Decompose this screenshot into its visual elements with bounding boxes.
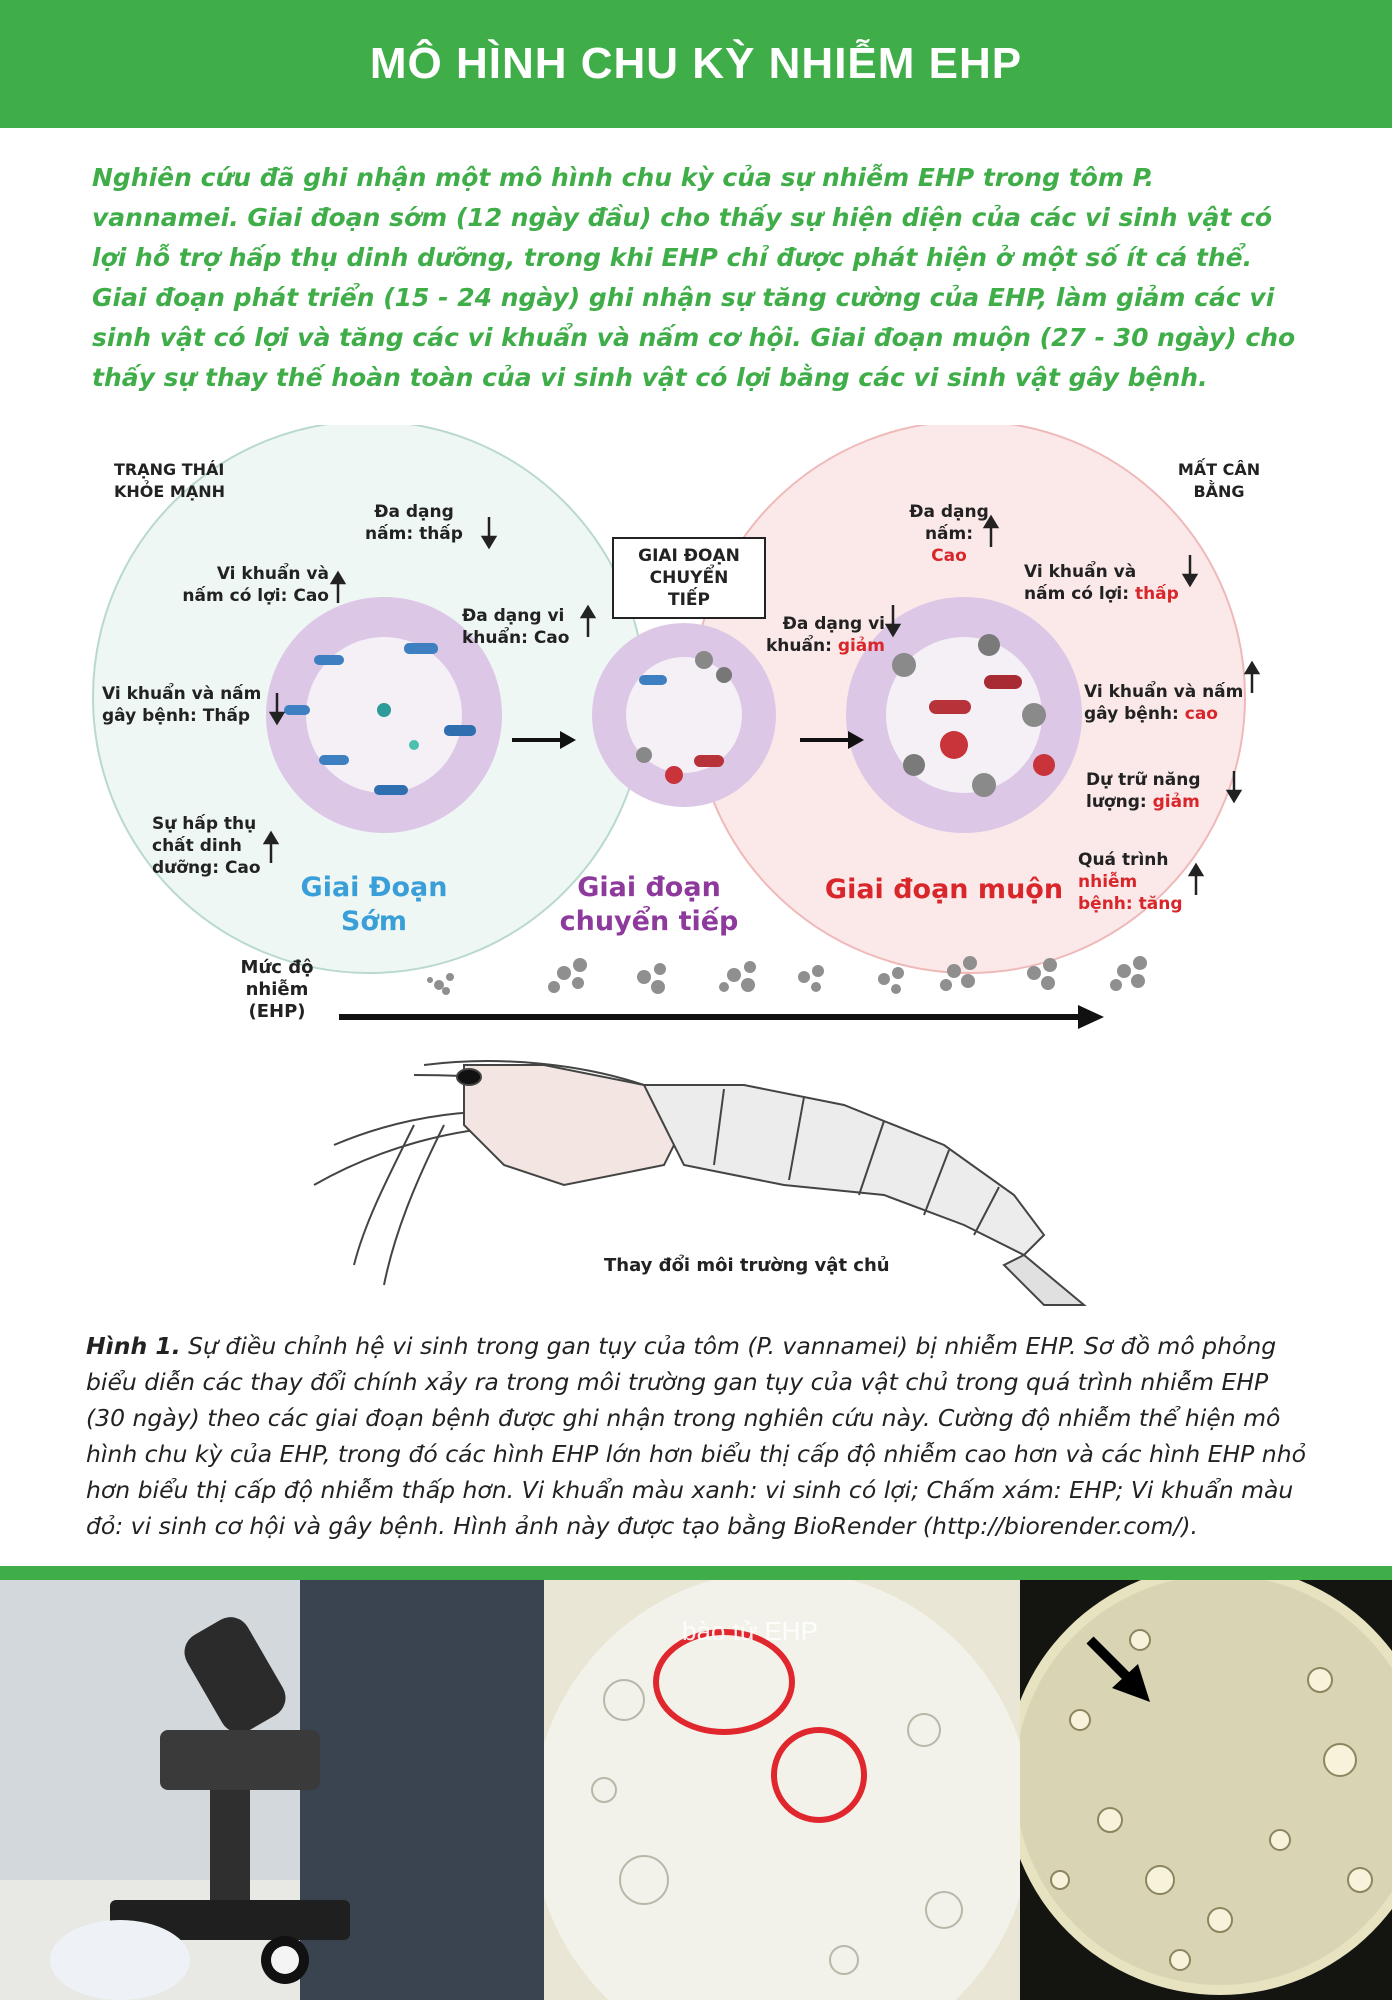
late-disease-label: Quá trình	[1078, 850, 1169, 870]
stage-early-label: Giai Đoạn Sớm	[300, 872, 448, 937]
late-pathogenic-label: Vi khuẩn và nấm gây bệnh:	[1084, 682, 1244, 724]
caption-text: Sự điều chỉnh hệ vi sinh trong gan tụy c…	[86, 1332, 1306, 1540]
healthy-state-label: TRẠNG THÁI KHỎE MẠNH	[114, 460, 225, 501]
late-disease-value: nhiễm bệnh: tăng	[1078, 872, 1183, 914]
late-fungal-diversity-value: Cao	[931, 546, 967, 566]
spore-highlight-circle-2	[771, 1727, 867, 1823]
late-tissue-icon	[846, 597, 1082, 833]
host-change-label: Thay đổi môi trường vật chủ	[604, 1255, 890, 1276]
shrimp-illustration	[313, 1060, 1087, 1306]
late-energy-label: Dự trữ năng lượng:	[1086, 770, 1201, 812]
transition-stage-box: GIAI ĐOẠN CHUYỂN TIẾP	[612, 537, 766, 619]
late-pathogenic-value: cao	[1184, 704, 1218, 724]
late-bacterial-diversity: Đa dạng vi khuẩn: giảm	[760, 613, 885, 657]
transition-tissue-icon	[592, 623, 776, 807]
page-header: MÔ HÌNH CHU KỲ NHIỄM EHP	[0, 0, 1392, 128]
micrograph-spores: bào tử EHP	[544, 1580, 1020, 2000]
early-beneficial-value: Cao	[293, 586, 329, 606]
late-bacterial-diversity-label: Đa dạng vi khuẩn:	[766, 614, 885, 656]
late-energy-value: giảm	[1152, 792, 1200, 812]
late-energy: Dự trữ năng lượng: giảm	[1086, 769, 1211, 813]
spore-photo-label: bào tử EHP	[682, 1616, 818, 1646]
infection-level-label: Mức độ nhiễm (EHP)	[240, 957, 314, 1022]
figure-caption: Hình 1. Sự điều chỉnh hệ vi sinh trong g…	[86, 1328, 1312, 1544]
infection-cycle-figure: TRẠNG THÁI KHỎE MẠNH MẤT CÂN BẰNG GIAI Đ…	[84, 425, 1310, 1315]
trend-arrows	[262, 514, 1261, 895]
early-nutrient-label: Sự hấp thụ chất dinh dưỡng:	[152, 814, 257, 878]
early-bacterial-diversity: Đa dạng vi khuẩn: Cao	[462, 605, 577, 649]
microscope-lab-photo	[0, 1580, 544, 2000]
late-beneficial: Vi khuẩn và nấm có lợi: thấp	[1024, 561, 1179, 605]
early-beneficial-label: Vi khuẩn và nấm có lợi:	[182, 564, 329, 606]
early-tissue-icon	[266, 597, 502, 833]
early-fungal-diversity: Đa dạng nấm: thấp	[354, 501, 474, 545]
early-fungal-diversity-value: thấp	[419, 524, 463, 544]
imbalance-label: MẤT CÂN BẰNG	[1177, 460, 1261, 501]
late-fungal-diversity-label: Đa dạng nấm:	[909, 502, 989, 544]
early-nutrient-value: Cao	[224, 858, 261, 878]
late-beneficial-value: thấp	[1134, 584, 1179, 604]
early-fungal-diversity-label: Đa dạng nấm:	[365, 502, 454, 544]
early-beneficial: Vi khuẩn và nấm có lợi: Cao	[174, 563, 329, 607]
caption-label: Hình 1.	[86, 1332, 181, 1360]
late-bacterial-diversity-value: giảm	[837, 636, 885, 656]
pointer-arrow	[1086, 1636, 1136, 1686]
stage-late-label: Giai đoạn muộn	[824, 874, 1064, 905]
early-pathogenic-value: Thấp	[202, 706, 251, 726]
ehp-spore-clusters	[427, 956, 1147, 995]
early-nutrient: Sự hấp thụ chất dinh dưỡng: Cao	[152, 813, 264, 879]
micrograph-arrow	[1020, 1580, 1392, 2000]
stage-transition-label: Giai đoạn chuyển tiếp	[559, 872, 739, 937]
section-divider	[0, 1566, 1392, 1580]
early-bacterial-diversity-value: Cao	[533, 628, 570, 648]
early-pathogenic: Vi khuẩn và nấm gây bệnh: Thấp	[102, 683, 262, 727]
intro-paragraph: Nghiên cứu đã ghi nhận một mô hình chu k…	[92, 163, 1296, 392]
early-pathogenic-label: Vi khuẩn và nấm gây bệnh:	[102, 684, 262, 726]
figure-graphics	[92, 425, 1261, 1306]
photo-strip: bào tử EHP	[0, 1580, 1392, 2000]
early-bacterial-diversity-label: Đa dạng vi khuẩn:	[462, 606, 565, 648]
late-beneficial-label: Vi khuẩn và nấm có lợi:	[1024, 562, 1137, 604]
late-pathogenic: Vi khuẩn và nấm gây bệnh: cao	[1084, 681, 1244, 725]
page-title: MÔ HÌNH CHU KỲ NHIỄM EHP	[369, 39, 1023, 88]
spore-highlight-circle-1	[653, 1629, 795, 1735]
late-fungal-diversity: Đa dạng nấm:Cao	[884, 501, 1014, 567]
